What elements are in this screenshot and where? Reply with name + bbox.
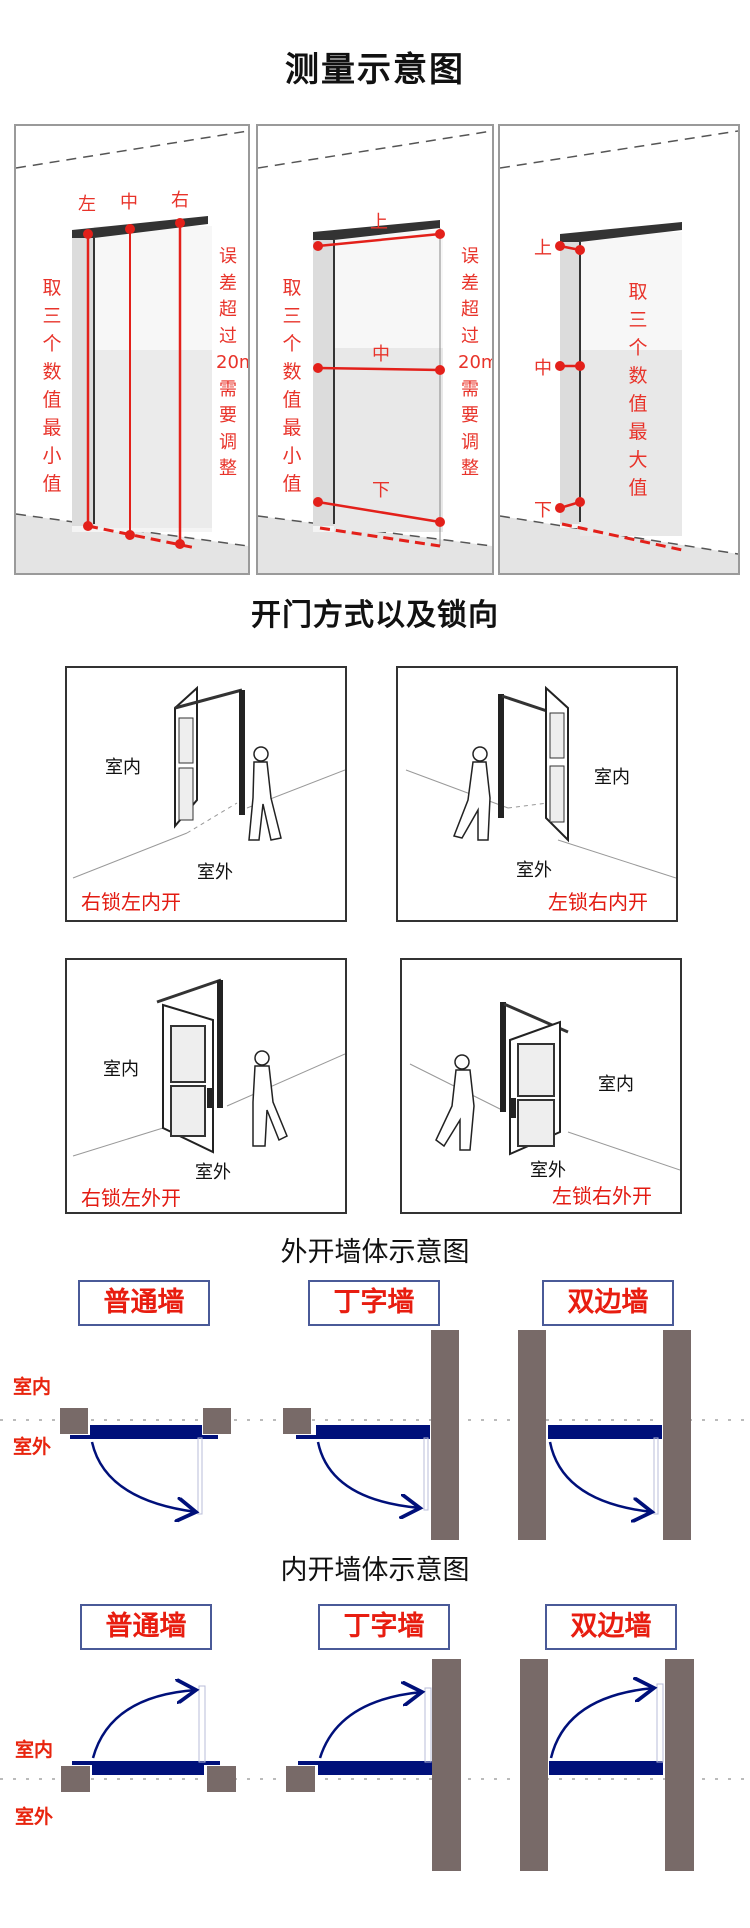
tag-double-wall: 双边墙 [542,1280,674,1326]
inward-outdoor-label: 室外 [15,1806,54,1828]
opening-card-right-lock-left-inward: 室内 室外 右锁左内开 [65,666,347,922]
label-middle: 中 [372,344,390,365]
measure-panel-depth: 上 中 下 取三个数值最大值 [498,124,740,575]
caption: 右锁左内开 [81,890,181,914]
caption: 左锁右内开 [548,890,648,914]
inward-plan-diagram [0,1630,750,1928]
outward-indoor-label: 室内 [13,1376,52,1398]
tag-normal-wall: 普通墙 [80,1604,212,1650]
label-top: 上 [370,212,388,233]
label-right: 右 [171,190,189,211]
measure-title: 测量示意图 [285,50,465,90]
label-middle: 中 [534,358,552,379]
measure-panel-width: 左 中 右 取三个数值最小值 误差超过20mm需要调整 [14,124,250,575]
inward-indoor-label: 室内 [15,1739,54,1761]
door-illustration [405,685,676,879]
opening-title: 开门方式以及锁向 [251,598,499,633]
depth-measure-drawing [500,130,738,573]
opening-card-left-lock-right-outward: 室内 室外 左锁右外开 [400,958,682,1214]
caption: 左锁右外开 [552,1184,652,1208]
indoor-label: 室内 [594,767,630,788]
indoor-label: 室内 [103,1059,139,1080]
note-min-value: 取三个数值最小值 [282,277,302,495]
measure-panel-height: 上 中 下 取三个数值最小值 误差超过20mm需要调整 [256,124,494,575]
outdoor-label: 室外 [530,1160,566,1181]
outward-wall-plans [0,1330,750,1540]
width-measure-drawing [16,130,248,573]
outward-outdoor-label: 室外 [13,1436,52,1458]
inward-title: 内开墙体示意图 [280,1555,470,1586]
outdoor-label: 室外 [195,1162,231,1183]
outdoor-label: 室外 [516,860,552,881]
tag-t-wall: 丁字墙 [308,1280,440,1326]
tag-double-wall: 双边墙 [545,1604,677,1650]
note-tolerance: 误差超过20mm需要调整 [458,246,492,479]
tag-normal-wall: 普通墙 [78,1280,210,1326]
door-illustration [72,978,345,1157]
indoor-label: 室内 [105,757,141,778]
indoor-label: 室内 [598,1074,634,1095]
height-measure-drawing [258,130,492,573]
inward-wall-plans [0,1659,750,1871]
opening-card-left-lock-right-inward: 室内 室外 左锁右内开 [396,666,678,922]
door-illustration [72,685,345,879]
note-max-value: 取三个数值最大值 [628,281,648,499]
opening-card-right-lock-left-outward: 室内 室外 右锁左外开 [65,958,347,1214]
label-middle: 中 [120,192,138,213]
label-bottom: 下 [372,480,390,501]
tag-t-wall: 丁字墙 [318,1604,450,1650]
label-left: 左 [78,194,96,215]
note-min-value: 取三个数值最小值 [42,277,62,495]
door-illustration [409,1002,680,1171]
caption: 右锁左外开 [81,1186,181,1210]
outdoor-label: 室外 [197,862,233,883]
outward-title: 外开墙体示意图 [280,1237,470,1268]
outward-plan-diagram [0,1310,750,1540]
label-top: 上 [534,238,552,259]
note-tolerance: 误差超过20mm需要调整 [216,246,248,479]
label-bottom: 下 [534,500,552,521]
